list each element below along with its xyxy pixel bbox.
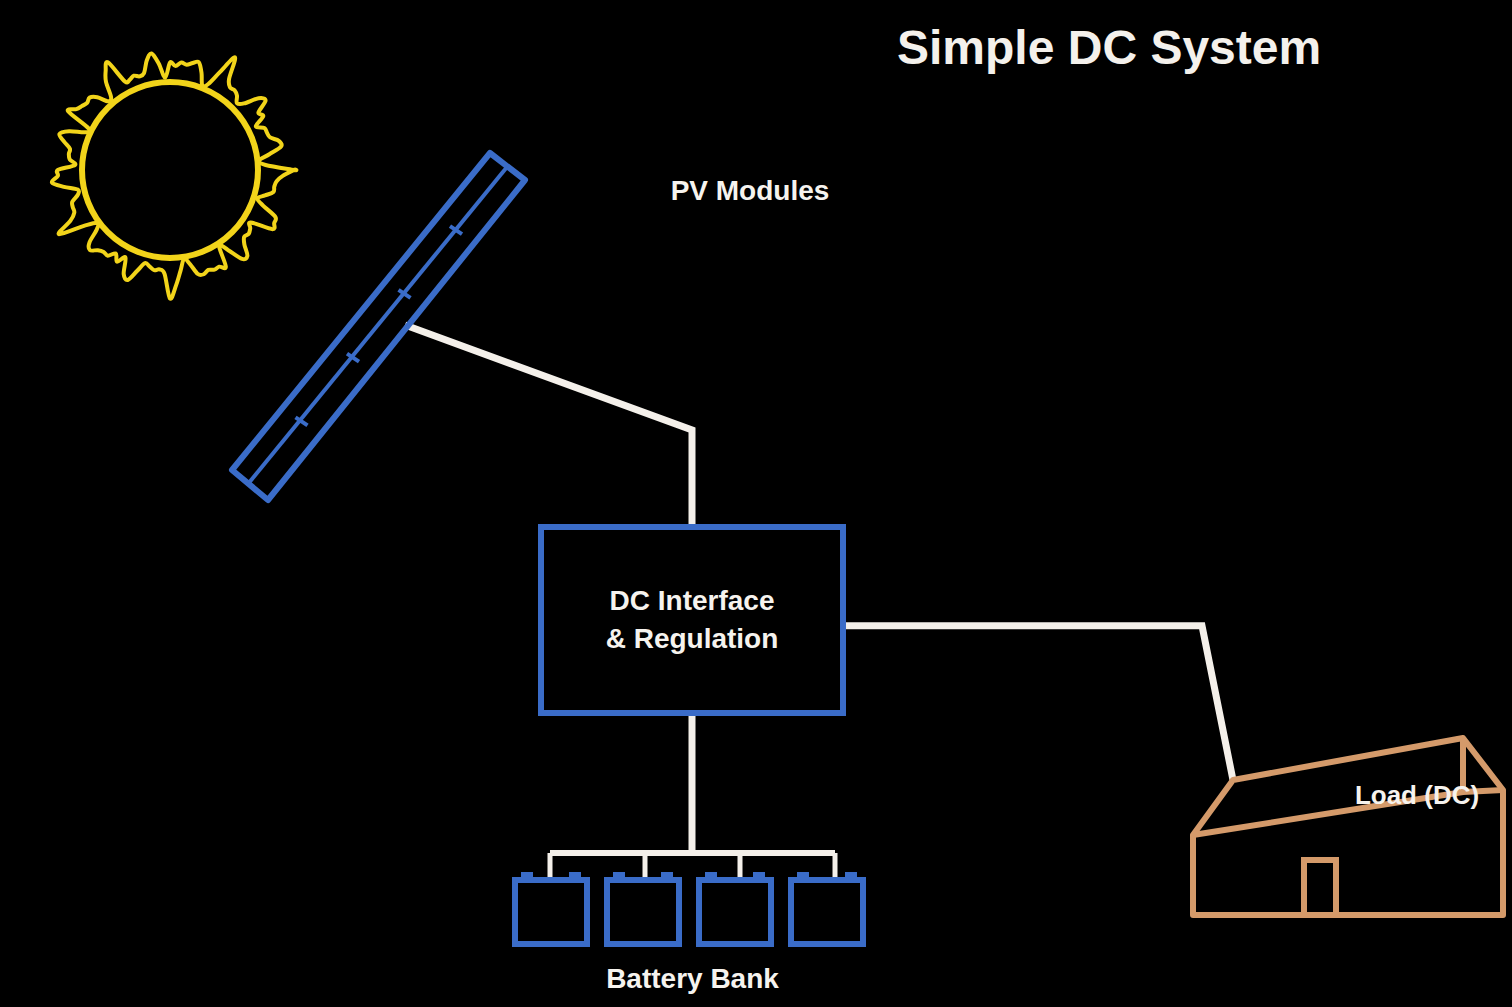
- wire-connector: [405, 325, 692, 524]
- load-house-outline: [1188, 730, 1510, 922]
- node-label: PV Modules: [535, 174, 965, 208]
- interface-box: DC Interface & Regulation: [538, 524, 846, 716]
- node-label: Battery Bank: [505, 962, 880, 996]
- wire-connector: [689, 716, 696, 853]
- load-house: Load (DC): [1188, 730, 1510, 922]
- node-label: DC Interface & Regulation: [602, 582, 782, 658]
- title: Simple DC System: [897, 20, 1321, 75]
- sun-corona: [52, 53, 297, 298]
- pv-module: PV Modules: [230, 150, 660, 505]
- wire-connector: [846, 626, 1233, 780]
- battery-bank: Battery Bank: [505, 850, 880, 1000]
- sun-illustration: [0, 0, 340, 330]
- pv-module-outline: [230, 150, 660, 505]
- sun-disc: [82, 82, 258, 258]
- node-label: Load (DC): [1256, 780, 1512, 811]
